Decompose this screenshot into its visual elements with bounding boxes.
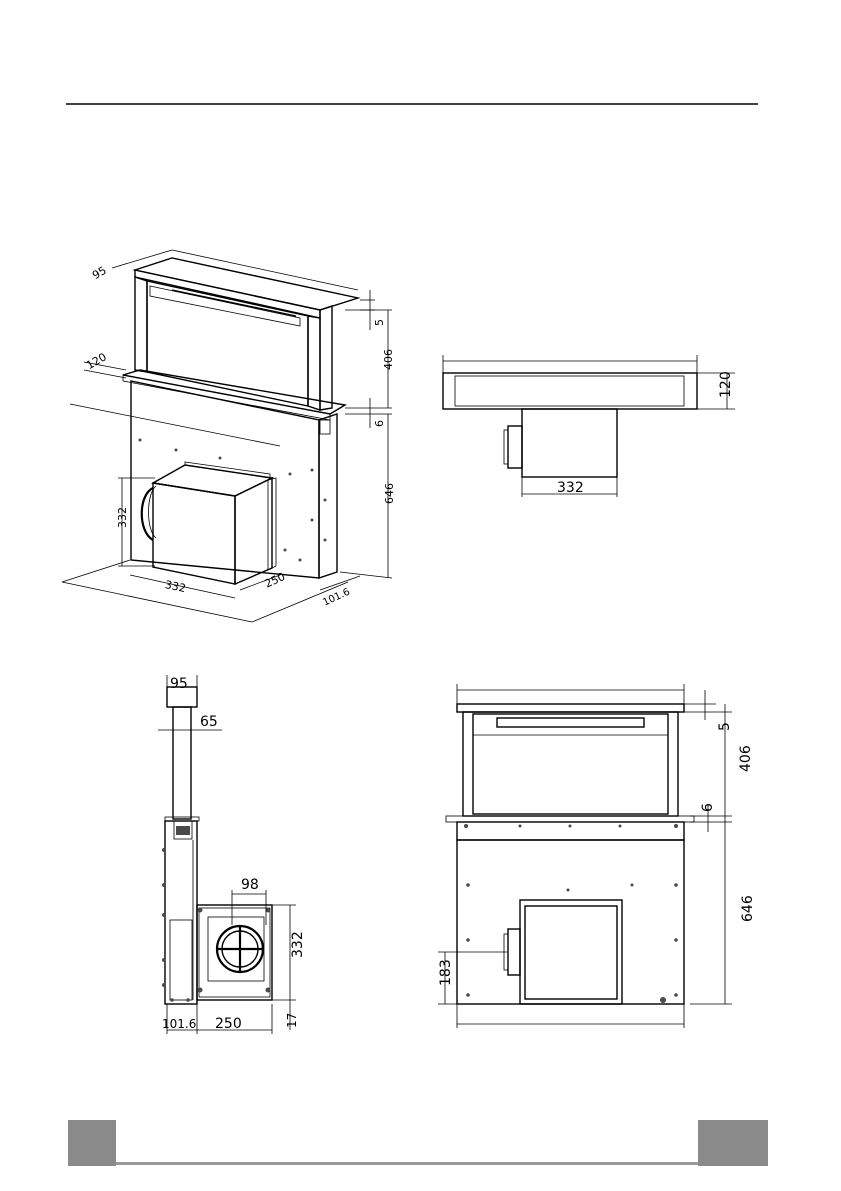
- front-dim-646: 646: [740, 895, 756, 922]
- top-dim-120: 120: [718, 371, 734, 398]
- iso-dim-646: 646: [383, 483, 396, 504]
- iso-dim-95: 95: [90, 264, 109, 282]
- side-dim-250: 250: [215, 1016, 242, 1032]
- side-view: [158, 675, 296, 1034]
- iso-dim-332-h: 332: [164, 578, 187, 595]
- iso-dim-120: 120: [84, 350, 109, 372]
- side-dim-101-6: 101.6: [162, 1017, 196, 1031]
- isometric-view: [62, 250, 392, 622]
- footer-tab-left: [68, 1120, 116, 1166]
- front-dim-406: 406: [738, 745, 754, 772]
- top-dim-332: 332: [557, 480, 584, 496]
- iso-dim-101-6: 101.6: [321, 586, 352, 608]
- iso-dim-332-v: 332: [116, 507, 129, 528]
- side-dim-17: 17: [285, 1013, 299, 1028]
- iso-dim-406: 406: [382, 349, 395, 370]
- footer-tab-right: [698, 1120, 768, 1166]
- iso-dim-6: 6: [373, 420, 386, 427]
- front-view: [438, 684, 732, 1028]
- footer-rule: [116, 1162, 698, 1165]
- iso-dim-5: 5: [373, 319, 386, 326]
- side-dim-332: 332: [290, 931, 306, 958]
- top-view: [443, 355, 735, 497]
- front-dim-6: 6: [700, 803, 716, 812]
- front-dim-5: 5: [717, 722, 733, 731]
- front-dim-183: 183: [438, 959, 454, 986]
- side-dim-98: 98: [241, 877, 259, 893]
- side-dim-65: 65: [200, 714, 218, 730]
- side-dim-95: 95: [170, 676, 188, 692]
